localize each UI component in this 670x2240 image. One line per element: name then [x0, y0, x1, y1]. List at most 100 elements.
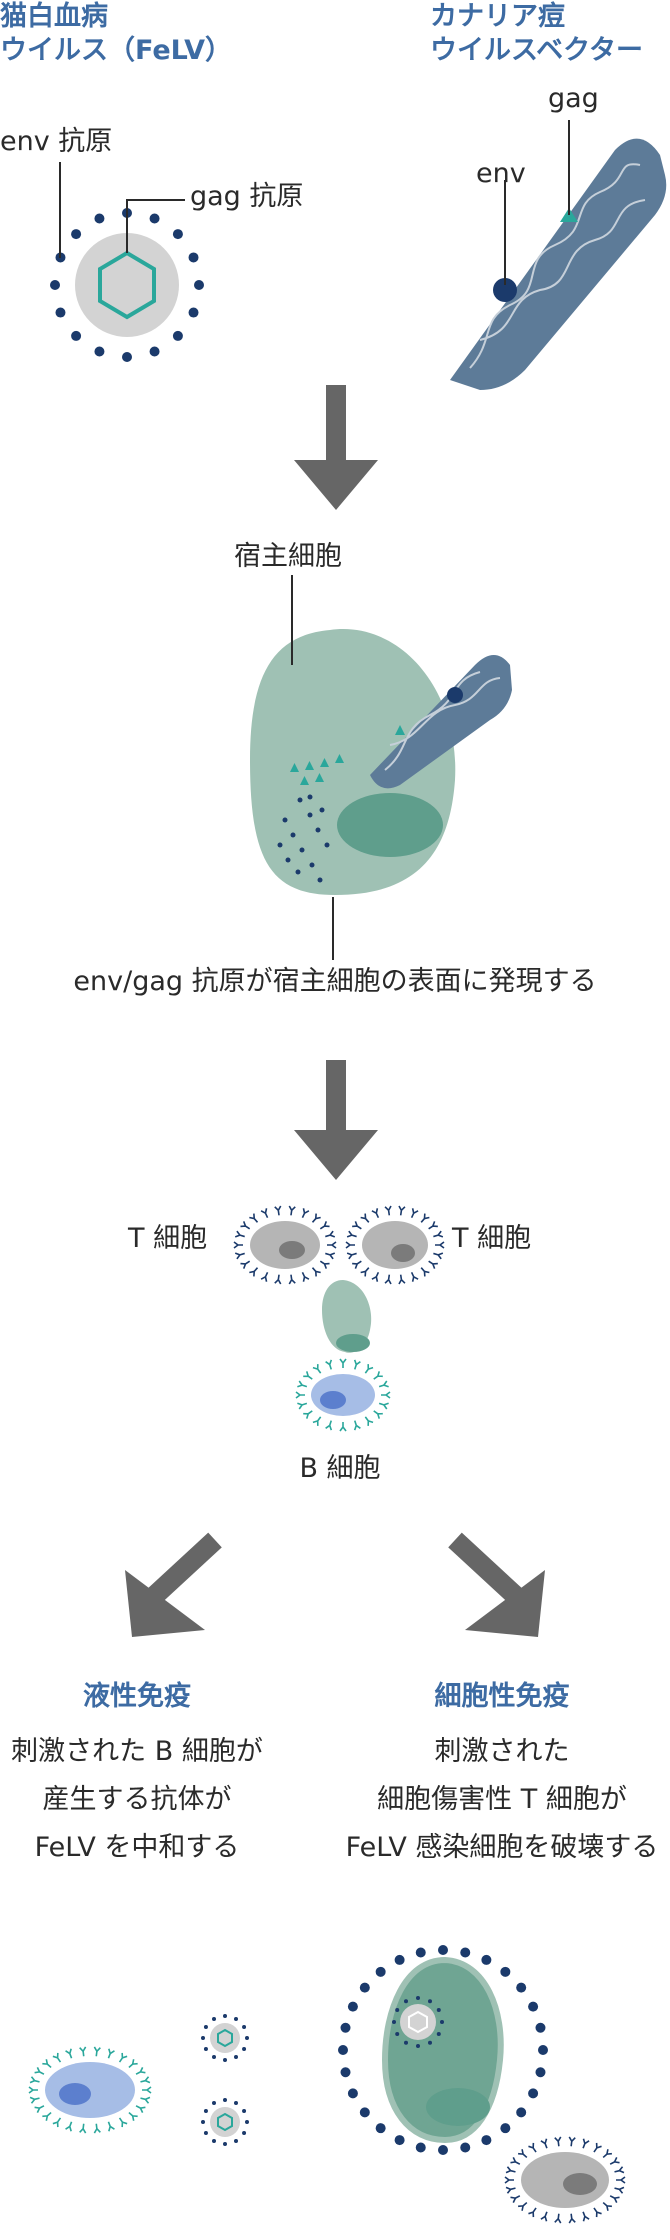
surface-dot — [212, 2100, 216, 2105]
surface-dot — [359, 2107, 370, 2118]
surface-dot — [516, 2107, 527, 2118]
surface-dot — [223, 2142, 227, 2146]
canarypox-title-line1: カナリア痘 — [430, 1, 565, 32]
surface-dot — [172, 330, 183, 341]
neutralized-virus-2 — [201, 2098, 249, 2146]
cellular-text-2: 細胞傷害性 T 細胞が — [377, 1784, 627, 1815]
antibody-mark — [373, 1410, 383, 1419]
antibody-mark — [288, 1205, 296, 1216]
surface-dot — [394, 1954, 405, 1965]
surface-dot — [538, 2045, 548, 2055]
antibody-mark — [346, 1230, 357, 1238]
surface-dot — [440, 2020, 444, 2024]
surface-dot — [242, 2131, 247, 2135]
t-cell-right — [345, 1205, 445, 1285]
antibody-mark — [373, 1371, 383, 1380]
canarypox-title-line2: ウイルスベクター — [430, 35, 644, 66]
antibody-mark — [303, 1371, 313, 1380]
antibody-mark — [518, 2149, 528, 2159]
antibody-mark — [339, 1358, 347, 1368]
antibody-mark — [233, 1241, 243, 1249]
antibody-mark — [428, 1221, 438, 1230]
env-antigen-mark — [315, 827, 321, 833]
antibody-mark — [118, 2117, 128, 2128]
antibody-mark — [135, 2105, 146, 2113]
infected-cell — [338, 1945, 548, 2155]
surface-dot — [460, 2142, 471, 2153]
antibody-mark — [301, 1208, 310, 1219]
b-cell-label: B 細胞 — [299, 1453, 381, 1484]
humoral-title: 液性免疫 — [83, 1681, 191, 1712]
env-antigen-mark — [290, 832, 296, 838]
antibody-mark — [28, 2086, 38, 2094]
t-cell-left — [233, 1205, 337, 1285]
b-cell — [295, 1358, 391, 1432]
env-antigen-mark — [317, 877, 323, 883]
antibody-mark — [410, 1271, 419, 1282]
antibody-mark — [505, 2186, 516, 2194]
surface-dot — [212, 2139, 216, 2144]
antibody-mark — [327, 1241, 337, 1249]
antibody-mark — [384, 1274, 392, 1285]
surface-dot — [245, 2120, 249, 2124]
humoral-text-3: FeLV を中和する — [34, 1832, 240, 1863]
host-cell-label: 宿主細胞 — [234, 541, 342, 572]
antibody-mark — [428, 1260, 438, 1269]
surface-dot — [415, 1947, 426, 1958]
env-antigen-mark — [307, 812, 313, 818]
antibody-mark — [346, 1252, 357, 1260]
surface-dot — [500, 2123, 511, 2134]
surface-dot — [172, 229, 183, 240]
antibody-mark — [142, 2086, 152, 2094]
surface-dot — [122, 352, 132, 362]
antibody-mark — [616, 2176, 626, 2184]
surface-dot — [392, 2020, 396, 2024]
antibody-mark — [249, 1267, 259, 1277]
antibody-mark — [52, 2052, 62, 2063]
antibody-mark — [398, 1205, 406, 1216]
antibody-mark — [505, 2166, 516, 2174]
t-cell-left-label: T 細胞 — [128, 1223, 208, 1254]
felv-title-line1: 猫白血病 — [0, 1, 108, 32]
antibody-mark — [593, 2207, 602, 2218]
surface-dot — [242, 2047, 247, 2051]
antibody-mark — [301, 1271, 310, 1282]
antibody-mark — [93, 2046, 101, 2057]
antibody-mark — [371, 1271, 380, 1282]
surface-dot — [194, 280, 204, 290]
antibody-mark — [295, 1391, 305, 1399]
antibody-mark — [528, 2207, 537, 2218]
surface-dot — [438, 2145, 448, 2155]
surface-dot — [460, 1947, 471, 1958]
antibody-mark — [353, 1359, 361, 1370]
surface-dot — [223, 2058, 227, 2062]
antibody-mark — [260, 1271, 269, 1282]
surface-dot — [203, 2025, 208, 2029]
surface-dot — [234, 2100, 238, 2105]
antibody-mark — [568, 2213, 576, 2224]
antibody-mark — [602, 2149, 612, 2159]
surface-dot — [212, 2055, 216, 2060]
surface-dot — [528, 2001, 539, 2012]
surface-dot — [395, 2032, 400, 2036]
surface-dot — [234, 2055, 238, 2060]
antibody-mark — [410, 1208, 419, 1219]
surface-dot — [535, 2022, 546, 2033]
canarypox-vector — [450, 120, 667, 390]
surface-dot — [404, 1999, 408, 2004]
gag-antigen-mark — [315, 773, 324, 782]
surface-dot — [375, 2123, 386, 2134]
antibody-mark — [609, 2157, 620, 2165]
antibody-mark — [360, 1213, 370, 1223]
surface-dot — [347, 2088, 358, 2099]
env-antigen-mark — [307, 794, 313, 800]
surface-dot — [94, 213, 105, 224]
antibody-mark — [260, 1208, 269, 1219]
antibody-mark — [135, 2067, 146, 2075]
env-antigen-mark — [324, 842, 330, 848]
surface-dot — [528, 2088, 539, 2099]
antibody-mark — [378, 1402, 389, 1410]
antibody-mark — [614, 2186, 625, 2194]
antibody-mark — [602, 2201, 612, 2211]
surface-dot — [481, 1954, 492, 1965]
